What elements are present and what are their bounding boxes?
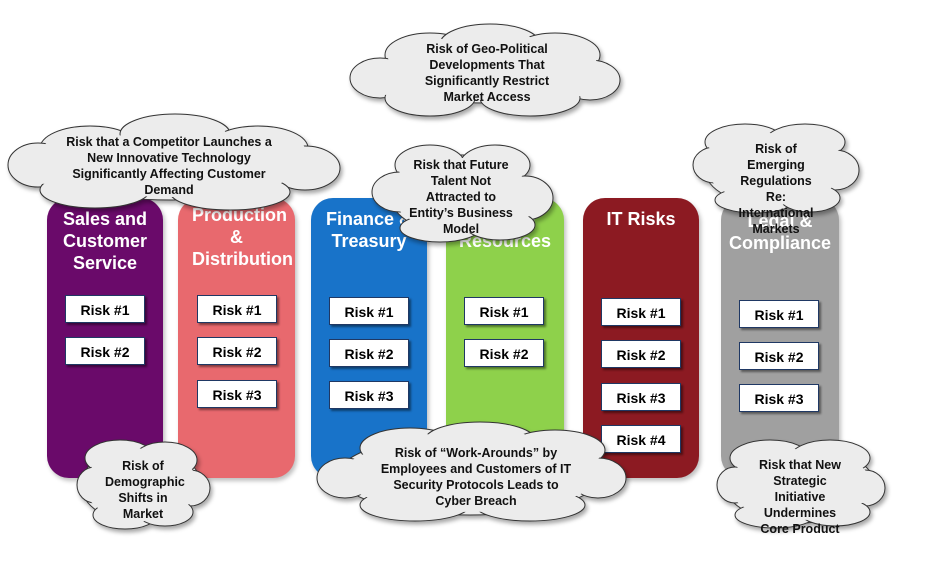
risk-box: Risk #2 (329, 339, 409, 367)
risk-box: Risk #3 (601, 383, 681, 411)
risk-box: Risk #1 (464, 297, 544, 325)
pillar-title-finance: Finance & Treasury (325, 209, 413, 251)
cloud-text-strategic: Risk that New Strategic Initiative Under… (759, 458, 841, 536)
risk-box: Risk #4 (601, 425, 681, 453)
risk-box: Risk #2 (601, 340, 681, 368)
pillar-title-it: IT Risks (606, 209, 676, 229)
cloud-text-competitor: Risk that a Competitor Launches a New In… (66, 135, 272, 197)
risk-box: Risk #3 (329, 381, 409, 409)
risk-box: Risk #1 (739, 300, 819, 328)
risk-box: Risk #2 (464, 339, 544, 367)
cloud-text-workarounds: Risk of “Work-Arounds” by Employees and … (380, 446, 572, 508)
risk-box: Risk #1 (329, 297, 409, 325)
risk-box: Risk #2 (197, 337, 277, 365)
risk-box: Risk #2 (65, 337, 145, 365)
risk-box: Risk #2 (739, 342, 819, 370)
pillar-title-legal: Legal & Compliance (728, 211, 832, 253)
risk-box: Risk #3 (739, 384, 819, 412)
pillar-title-sales: Sales and Customer Service (62, 209, 148, 273)
risk-box: Risk #1 (197, 295, 277, 323)
risk-box: Risk #1 (65, 295, 145, 323)
risk-box: Risk #1 (601, 298, 681, 326)
pillar-title-production: Production & Distribution (192, 205, 293, 269)
cloud-text-demographic: Risk of Demographic Shifts in Market (105, 459, 185, 521)
cloud-text-talent: Risk that Future Talent Not Attracted to… (409, 158, 513, 236)
cloud-text-regulations: Risk of Emerging Regulations Re: Interna… (738, 142, 814, 236)
cloud-text-geo-political: Risk of Geo-Political Developments That … (424, 42, 550, 104)
pillar-legal: Legal & Compliance (721, 198, 839, 478)
risk-box: Risk #3 (197, 380, 277, 408)
